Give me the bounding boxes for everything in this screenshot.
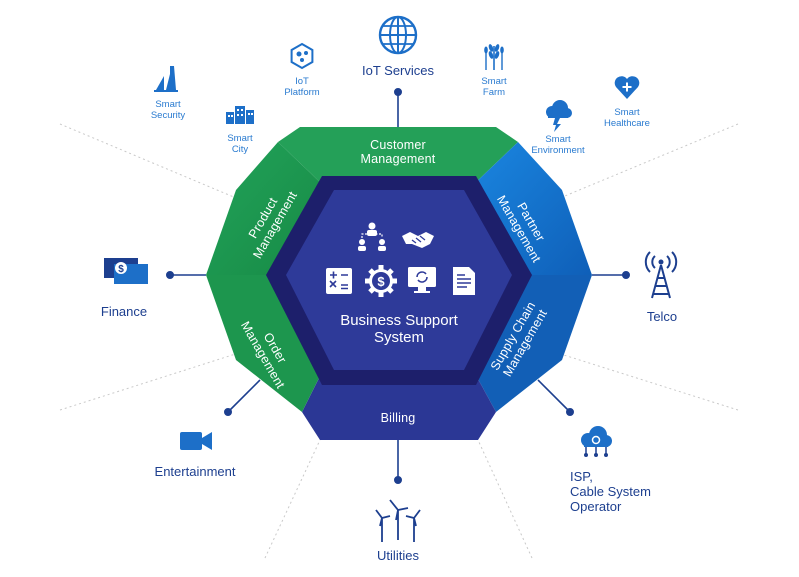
svg-text:$: $ [377,274,385,289]
wheat-icon [484,44,504,70]
spoke-line-ssw [264,439,321,559]
monitor-refresh-icon [408,267,436,293]
smart-security-line1: Smart [155,99,181,110]
segment-supply-chain[interactable] [472,275,592,412]
spoke-line-nw [59,123,249,204]
iot-platform-line1: IoT [295,76,309,87]
customer-management-line2: Management [361,152,436,166]
segment-billing[interactable] [302,368,496,440]
core-icons: $ [326,222,475,297]
smart-city-line2: City [232,144,249,155]
segment-customer[interactable] [278,127,518,186]
spoke-line-se [547,349,739,411]
globe-icon [378,15,418,55]
iot-platform-icon [290,42,314,70]
smart-city-line1: Smart [227,133,253,144]
finance-label: Finance [101,304,147,319]
city-buildings-icon [226,106,254,124]
spoke-line-sse [477,439,533,559]
team-network-icon [358,222,386,251]
video-camera-icon [180,432,212,450]
handshake-icon [402,232,434,248]
smart-farm-line2: Farm [483,87,505,98]
cloud-weather-icon [546,100,572,132]
invoice-icon [453,267,475,295]
wind-turbine-icon [375,499,421,542]
segment-partner[interactable] [472,142,592,275]
spoke-line-ne [547,123,739,204]
smart-healthcare-line2: Healthcare [604,118,650,129]
connectors [166,88,630,484]
smart-security-line2: Security [151,110,186,121]
smart-healthcare-line1: Smart [614,107,640,118]
customer-management-line1: Customer [370,138,426,152]
iot-services-label: IoT Services [362,63,435,78]
isp-line1: ISP, [570,469,593,484]
telco-label: Telco [647,309,677,324]
spoke-lines [59,123,739,559]
isp-line2: Cable System [570,484,651,499]
billing-label: Billing [381,411,416,425]
heart-plus-icon [614,76,640,99]
cloud-settings-icon [581,426,612,457]
cell-tower-icon [644,251,678,299]
core-hexagon [286,190,512,370]
entertainment-label: Entertainment [155,464,236,479]
core-title-line1: Business Support [340,312,458,329]
isp-line3: Operator [570,499,622,514]
smart-environment-line1: Smart [545,134,571,145]
calculator-icon [326,268,352,294]
dollar-gear-icon: $ [365,265,397,297]
security-tower-icon [154,66,178,92]
smart-farm-line1: Smart [481,76,507,87]
iot-platform-line2: Platform [284,87,319,98]
svg-text:$: $ [118,264,124,275]
smart-environment-line2: Environment [531,145,585,156]
spoke-line-sw [59,349,249,411]
core-title-line2: System [374,329,424,346]
utilities-label: Utilities [377,548,419,563]
money-icon: $ [104,258,148,284]
